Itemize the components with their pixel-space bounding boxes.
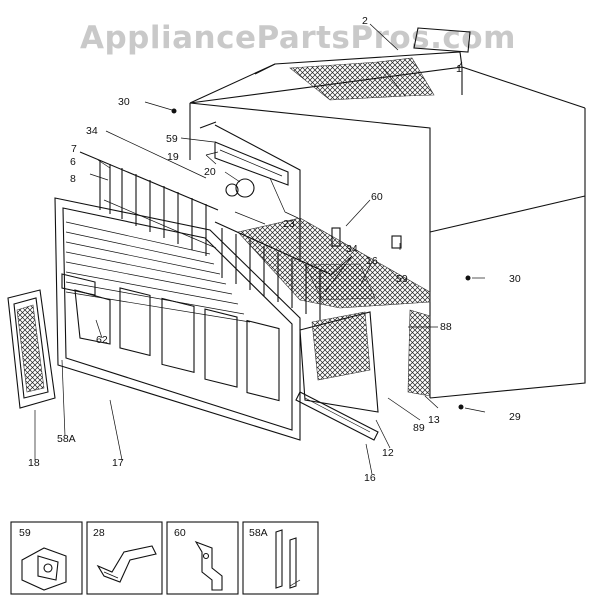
louver-blades-left: [79, 151, 219, 256]
inset-label-58a: 58A: [249, 527, 268, 539]
inset-label-60: 60: [174, 527, 186, 539]
callout-8: 8: [70, 173, 76, 185]
inset-label-59: 59: [19, 527, 31, 539]
callout-34: 34: [86, 125, 98, 137]
inset-58a: 58A: [242, 521, 319, 595]
callout-62: 62: [96, 334, 108, 346]
callout-16b: 16: [364, 472, 376, 484]
evaporator-assembly: [225, 178, 402, 413]
callout-60: 60: [371, 191, 383, 203]
callout-labels: 1 2 30 34 59 7 19 6 20 8 60 23 34 16 59 …: [28, 15, 521, 484]
callout-13: 13: [428, 414, 440, 426]
hook-bracket-icon: [194, 540, 223, 591]
front-grille: [54, 197, 301, 441]
callout-23: 23: [283, 218, 295, 230]
callout-2: 2: [362, 15, 368, 27]
louver-blades-right: [214, 221, 331, 320]
callout-17: 17: [112, 457, 124, 469]
rod-pair-icon: [275, 529, 301, 589]
s-bracket-icon: [96, 545, 157, 583]
callout-20: 20: [204, 166, 216, 178]
callout-30: 30: [118, 96, 130, 108]
callout-59: 59: [166, 133, 178, 145]
callout-30b: 30: [509, 273, 521, 285]
callout-58a: 58A: [57, 433, 76, 445]
callout-1: 1: [456, 63, 462, 75]
callout-34b: 34: [346, 243, 358, 255]
leader-lines: [34, 23, 486, 475]
callout-18: 18: [28, 457, 40, 469]
callout-6: 6: [70, 156, 76, 168]
inset-60: 60: [166, 521, 239, 595]
callout-59b: 59: [396, 273, 408, 285]
callout-16a: 16: [366, 255, 378, 267]
filter-panel: [7, 289, 56, 409]
cabinet: [189, 51, 586, 399]
callout-29: 29: [509, 411, 521, 423]
inset-28: 28: [86, 521, 163, 595]
control-panel: [214, 141, 289, 225]
callout-7: 7: [71, 143, 77, 155]
bottom-rail: [295, 391, 379, 441]
callout-19: 19: [167, 151, 179, 163]
condenser-coil: [237, 217, 431, 397]
inset-label-28: 28: [93, 527, 105, 539]
callout-88: 88: [440, 321, 452, 333]
callout-12: 12: [382, 447, 394, 459]
inset-59: 59: [10, 521, 83, 595]
clip-bracket-icon: [21, 547, 67, 591]
callout-89: 89: [413, 422, 425, 434]
